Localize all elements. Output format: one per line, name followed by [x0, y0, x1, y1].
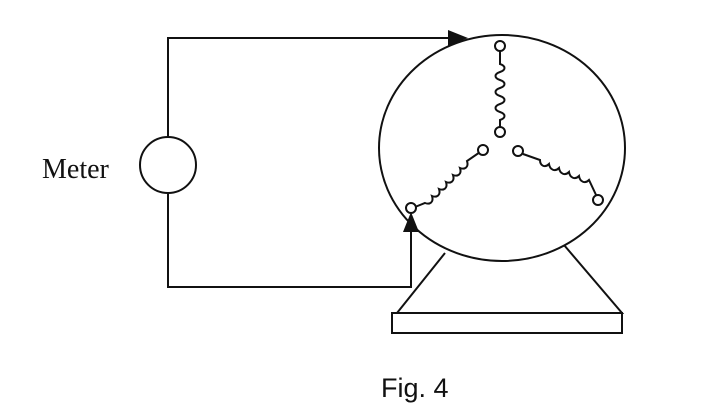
figure-caption: Fig. 4 [381, 373, 449, 403]
motor-base [391, 312, 623, 334]
terminal-left-outer [405, 202, 417, 214]
meter-symbol [139, 136, 197, 194]
terminal-right-inner [512, 145, 524, 157]
winding-left [414, 149, 484, 208]
terminal-top-inner [494, 126, 506, 138]
winding-top [494, 51, 506, 127]
terminal-top-outer [494, 40, 506, 52]
motor-stand [394, 244, 625, 314]
bottom-wire [167, 193, 412, 288]
winding-right [522, 153, 598, 198]
motor-housing [378, 34, 626, 262]
top-wire-arrow [448, 30, 468, 46]
terminal-right-outer [592, 194, 604, 206]
meter-label: Meter [42, 154, 110, 185]
top-wire [167, 37, 452, 137]
terminal-left-inner [477, 144, 489, 156]
